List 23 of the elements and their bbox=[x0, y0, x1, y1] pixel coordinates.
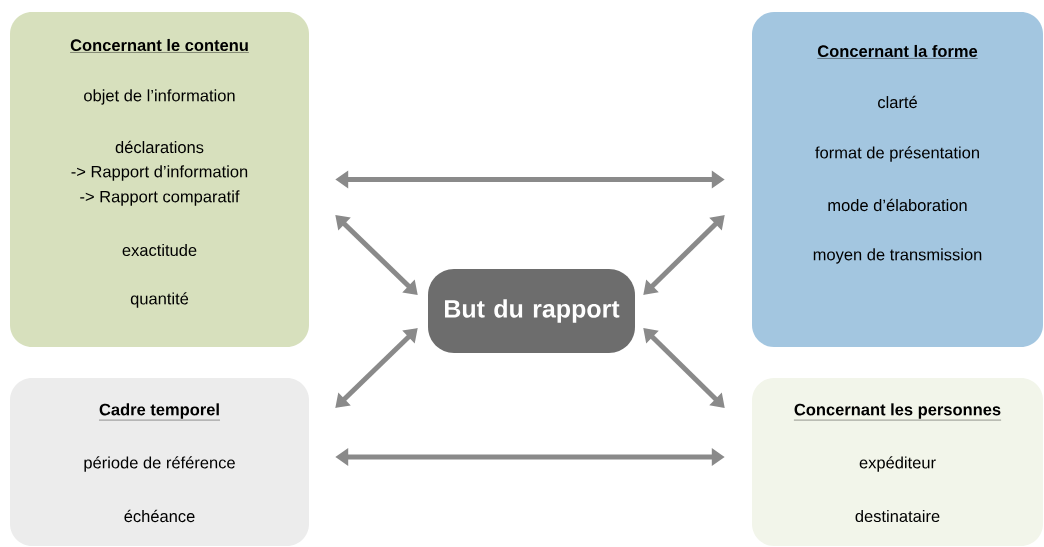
heading: Cadre temporel bbox=[98, 403, 221, 421]
item-text: destinataire bbox=[855, 509, 940, 523]
item-text: échéance bbox=[124, 509, 195, 523]
heading: Concernant le contenu bbox=[69, 38, 250, 53]
heading: Concernant la forme bbox=[817, 44, 978, 59]
double-arrow bbox=[335, 328, 418, 408]
heading: Concernant les personnes bbox=[793, 403, 1002, 421]
item-text: objet de l’information bbox=[84, 89, 235, 105]
item-text: clarté bbox=[878, 95, 917, 109]
item-text: quantité bbox=[130, 292, 189, 308]
item-text: -> Rapport comparatif bbox=[80, 190, 240, 206]
item-text: exactitude bbox=[122, 243, 197, 257]
center-label: But du rapport bbox=[445, 299, 620, 323]
item-text: expéditeur bbox=[859, 456, 936, 472]
double-arrow bbox=[643, 215, 725, 295]
item-text: -> Rapport d’information bbox=[71, 165, 248, 181]
item-text: déclarations bbox=[115, 140, 204, 154]
item-text: période de référence bbox=[84, 456, 235, 472]
item-text: mode d’élaboration bbox=[828, 198, 967, 212]
item-text: format de présentation bbox=[815, 146, 979, 162]
double-arrow bbox=[643, 328, 725, 408]
double-arrow bbox=[335, 215, 418, 295]
item-text: moyen de transmission bbox=[813, 248, 982, 264]
